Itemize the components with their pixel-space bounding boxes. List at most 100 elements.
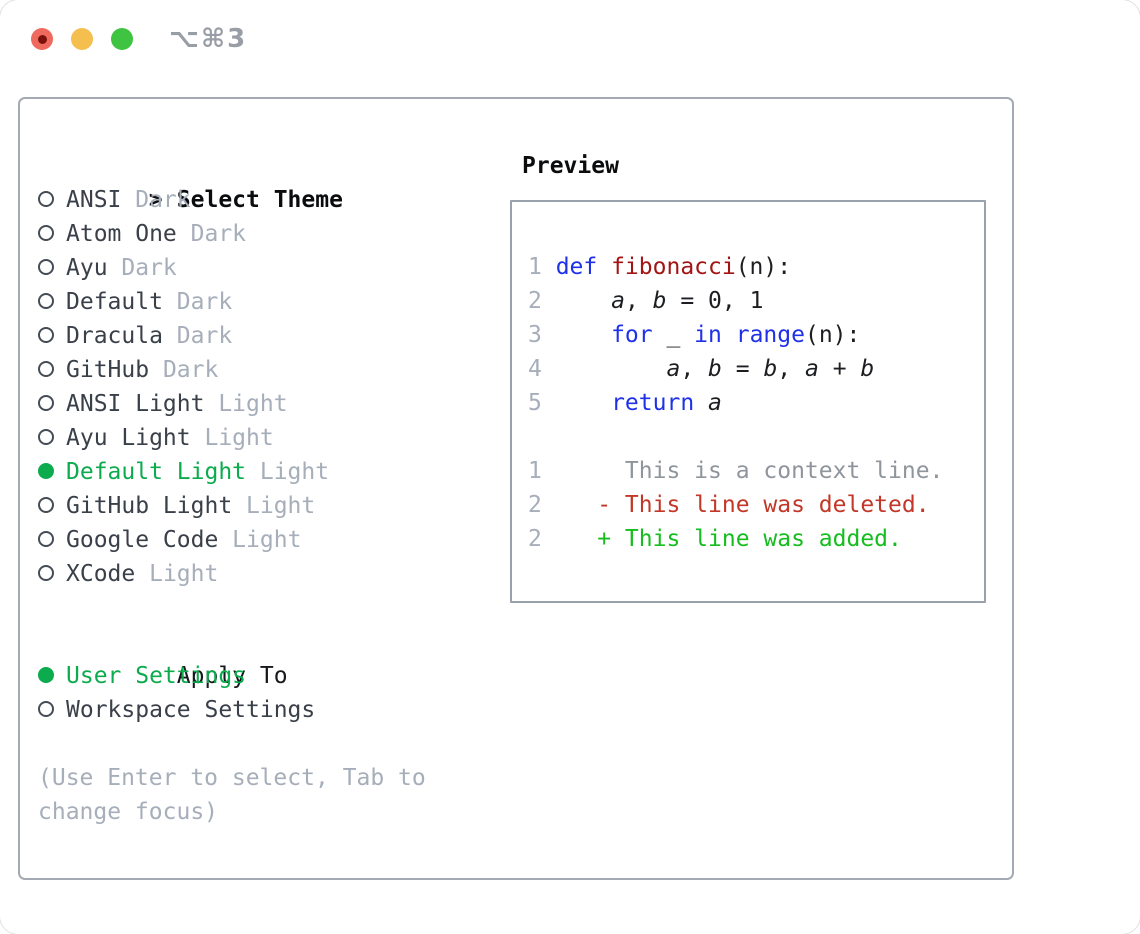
apply-option-workspace-settings[interactable]: Workspace Settings xyxy=(38,693,426,727)
code-token: (n): xyxy=(735,254,792,280)
line-number: 2 xyxy=(528,288,542,314)
radio-unselected-icon xyxy=(38,251,66,285)
hint-line-1: (Use Enter to select, Tab to xyxy=(38,765,426,791)
line-number: 1 xyxy=(528,458,542,484)
code-token xyxy=(556,390,611,416)
spacer xyxy=(38,727,426,761)
theme-option-label: ANSI Light xyxy=(66,391,205,417)
radio-unselected-icon xyxy=(38,693,66,727)
theme-option-label: Dracula xyxy=(66,323,163,349)
theme-option-google-code[interactable]: Google Code Light xyxy=(38,523,426,557)
apply-to-title: Apply To xyxy=(176,663,288,689)
code-token: - This line was deleted. xyxy=(555,492,930,518)
close-button[interactable] xyxy=(31,28,53,50)
radio-unselected-icon xyxy=(38,285,66,319)
code-token: a xyxy=(805,356,819,382)
apply-to-header: Apply To xyxy=(38,625,426,689)
theme-option-github-light[interactable]: GitHub Light Light xyxy=(38,489,426,523)
line-number: 1 xyxy=(528,254,542,280)
hint-line-2: change focus) xyxy=(38,799,219,825)
code-token: range xyxy=(735,322,805,348)
radio-selected-icon xyxy=(38,455,66,489)
line-number: 5 xyxy=(528,390,542,416)
theme-option-label: XCode xyxy=(66,561,136,587)
theme-option-variant: Light xyxy=(218,527,302,553)
code-token: , xyxy=(624,288,653,314)
theme-option-variant: Dark xyxy=(149,357,219,383)
theme-option-label: GitHub Light xyxy=(66,493,233,519)
radio-unselected-icon xyxy=(38,421,66,455)
theme-option-ansi-light[interactable]: ANSI Light Light xyxy=(38,387,426,421)
code-token: return xyxy=(611,390,695,416)
apply-option-label: User Settings xyxy=(66,663,247,689)
radio-unselected-icon xyxy=(38,387,66,421)
theme-option-label: Google Code xyxy=(66,527,219,553)
code-token: , xyxy=(680,356,709,382)
titlebar: ⌥⌘3 xyxy=(31,24,248,54)
code-token xyxy=(556,356,667,382)
apply-option-user-settings[interactable]: User Settings xyxy=(38,659,426,693)
code-line: 2 a, b = 0, 1 xyxy=(528,284,984,318)
code-line: 2 - This line was deleted. xyxy=(528,488,984,522)
code-token: This is a context line. xyxy=(555,458,944,484)
cursor-prefix: > xyxy=(148,187,163,213)
code-token: + This line was added. xyxy=(555,526,902,552)
theme-option-github[interactable]: GitHub Dark xyxy=(38,353,426,387)
code-token: , xyxy=(777,356,805,382)
line-number: 2 xyxy=(528,526,542,552)
theme-option-variant: Light xyxy=(232,493,316,519)
theme-option-ayu[interactable]: Ayu Dark xyxy=(38,251,426,285)
theme-option-atom-one[interactable]: Atom One Dark xyxy=(38,217,426,251)
theme-option-default-light[interactable]: Default Light Light xyxy=(38,455,426,489)
theme-option-variant: Dark xyxy=(107,255,177,281)
radio-unselected-icon xyxy=(38,489,66,523)
theme-option-xcode[interactable]: XCode Light xyxy=(38,557,426,591)
code-line: 5 return a xyxy=(528,386,984,420)
theme-option-ayu-light[interactable]: Ayu Light Light xyxy=(38,421,426,455)
close-dot-icon xyxy=(37,34,47,44)
code-line xyxy=(528,420,984,454)
code-token: fibonacci xyxy=(611,254,736,280)
code-line: 3 for _ in range(n): xyxy=(528,318,984,352)
theme-option-variant: Light xyxy=(246,459,330,485)
theme-option-label: Default xyxy=(66,289,163,315)
window-title: ⌥⌘3 xyxy=(169,24,248,54)
code-token: = 0, 1 xyxy=(666,288,764,314)
line-number: 4 xyxy=(528,356,542,382)
theme-option-variant: Dark xyxy=(162,289,233,315)
theme-option-dracula[interactable]: Dracula Dark xyxy=(38,319,426,353)
radio-unselected-icon xyxy=(38,183,66,217)
code-token xyxy=(694,390,708,416)
radio-unselected-icon xyxy=(38,217,66,251)
code-token xyxy=(722,322,736,348)
code-token: a xyxy=(666,356,681,382)
code-token: b xyxy=(860,356,875,382)
zoom-button[interactable] xyxy=(111,28,133,50)
spacer xyxy=(38,591,426,625)
code-token: = xyxy=(721,356,764,382)
minimize-button[interactable] xyxy=(71,28,93,50)
code-token: b xyxy=(708,356,722,382)
code-token: + xyxy=(818,356,861,382)
code-line: 1 This is a context line. xyxy=(528,454,984,488)
theme-option-label: Ayu xyxy=(66,255,108,281)
code-line: 4 a, b = b, a + b xyxy=(528,352,984,386)
code-token: b xyxy=(763,356,778,382)
radio-selected-icon xyxy=(38,659,66,693)
theme-option-label: GitHub xyxy=(66,357,150,383)
theme-option-ansi[interactable]: ANSI Dark xyxy=(38,183,426,217)
theme-option-default[interactable]: Default Dark xyxy=(38,285,426,319)
line-number: 2 xyxy=(528,492,542,518)
code-token: def xyxy=(555,254,612,280)
theme-option-label: Ayu Light xyxy=(66,425,191,451)
code-token: b xyxy=(652,288,667,314)
select-theme-header: >Select Theme xyxy=(38,149,426,213)
theme-option-variant: Dark xyxy=(121,187,191,213)
radio-unselected-icon xyxy=(38,319,66,353)
theme-option-label: Atom One xyxy=(66,221,177,247)
